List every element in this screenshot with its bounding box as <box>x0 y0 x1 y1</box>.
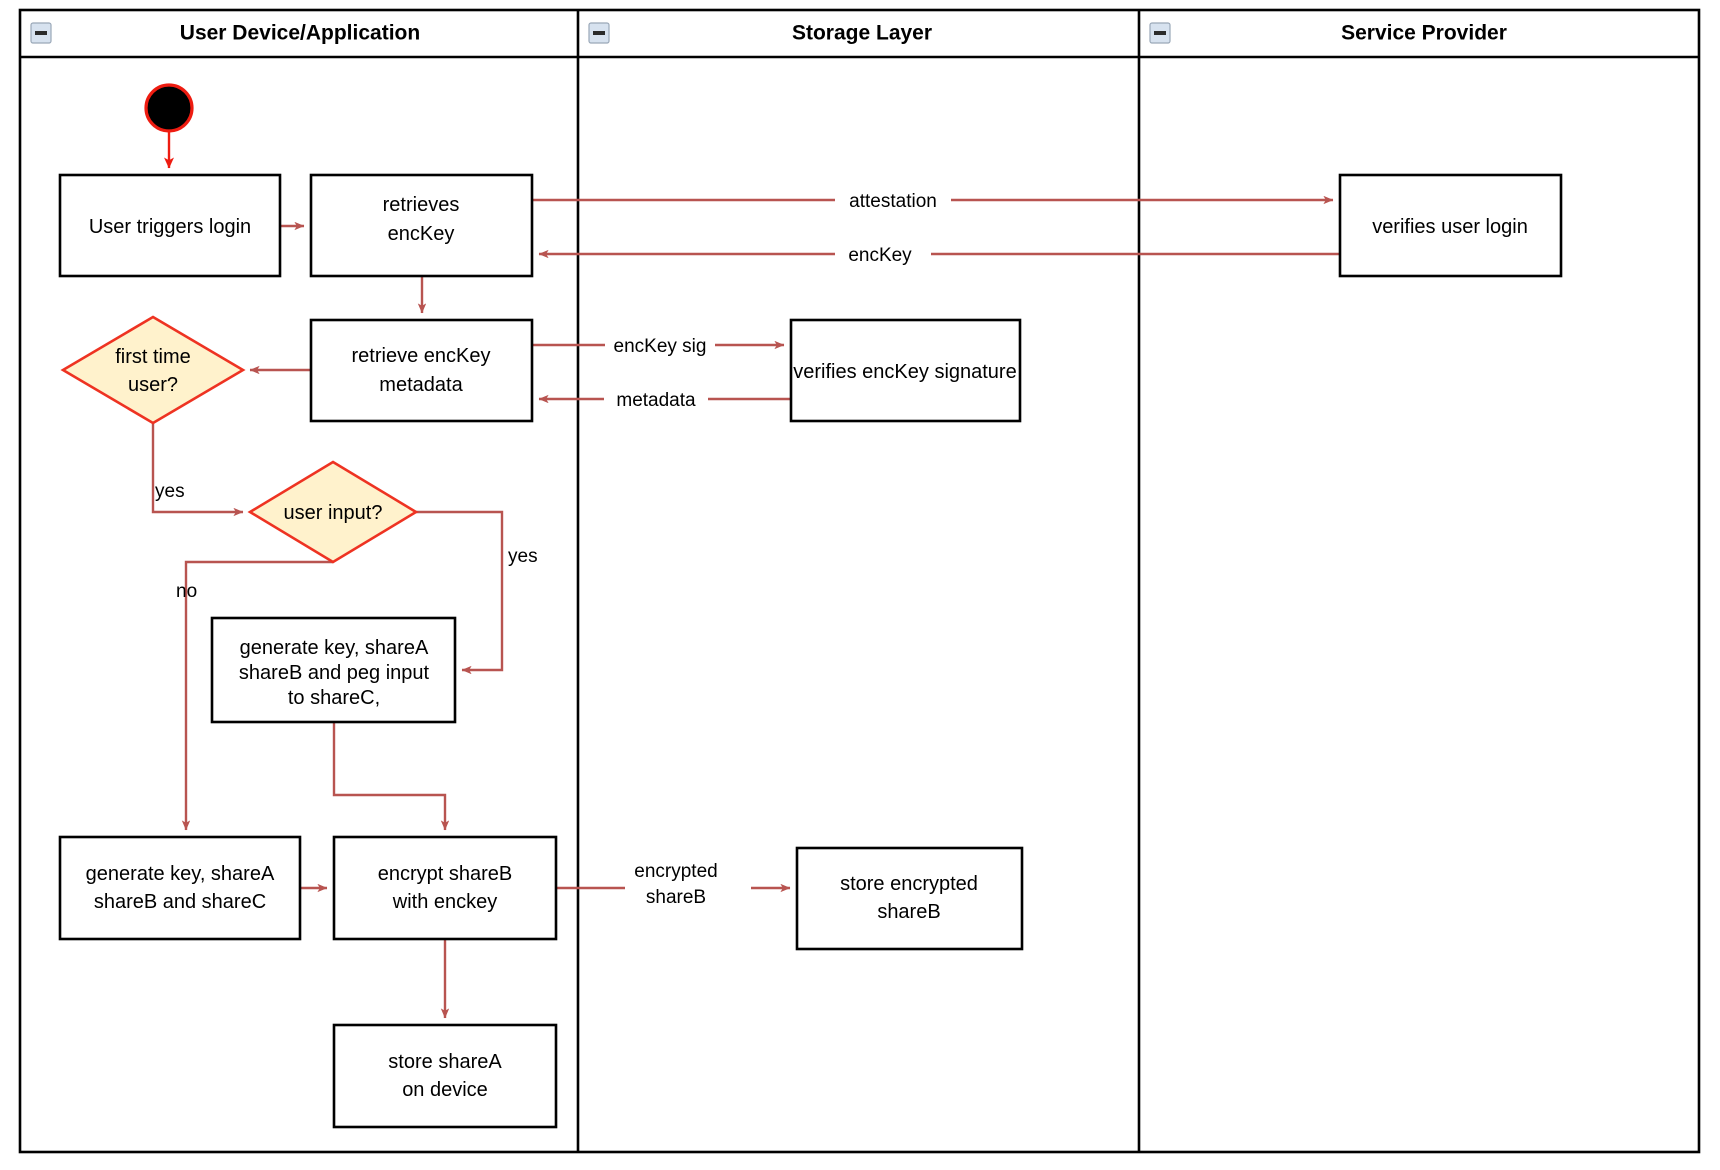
edge-label-backing <box>835 243 931 267</box>
edge-label-backing <box>605 334 715 358</box>
node-generate-peg-sharec[interactable]: generate key, shareA shareB and peg inpu… <box>210 616 457 724</box>
edge-label-yes-firsttime: yes <box>155 481 185 502</box>
node-label-line1: generate key, shareA <box>86 863 275 885</box>
node-store-sharea-on-device[interactable]: store shareA on device <box>332 1023 558 1129</box>
node-encrypt-shareb[interactable]: encrypt shareB with enckey <box>332 835 558 941</box>
node-label-line1: retrieve encKey <box>352 345 491 367</box>
node-label-line3: to shareC, <box>288 687 380 709</box>
node-verifies-enckey-signature[interactable]: verifies encKey signature <box>789 318 1022 423</box>
lane-title-user-device: User Device/Application <box>180 22 420 45</box>
minus-box-icon[interactable] <box>1149 22 1171 44</box>
node-label: verifies user login <box>1372 216 1528 238</box>
lane-title-service-provider: Service Provider <box>1341 22 1507 45</box>
edge-userinput-yes <box>416 510 504 675</box>
lane-header-user-device[interactable]: User Device/Application <box>30 22 420 45</box>
node-first-time-user[interactable]: first time user? <box>60 315 246 425</box>
node-label-line2: shareB and shareC <box>94 891 266 913</box>
node-label-line2: shareB and peg input <box>239 662 430 684</box>
node-user-input[interactable]: user input? <box>247 460 419 564</box>
edge-label-metadata: metadata <box>616 390 696 411</box>
node-label-line1: generate key, shareA <box>240 637 429 659</box>
node-user-triggers-login[interactable]: User triggers login <box>58 173 282 278</box>
lane-title-storage: Storage Layer <box>792 22 932 45</box>
node-store-encrypted-shareb[interactable]: store encrypted shareB <box>795 846 1024 951</box>
node-label-line2: user? <box>128 374 178 396</box>
edge-firsttime-yes <box>151 423 244 517</box>
edge-label-encrypted-line2: shareB <box>646 887 706 908</box>
node-label-line2: on device <box>402 1079 488 1101</box>
edge-peg-to-encrypt <box>332 722 450 831</box>
lane-header-storage[interactable]: Storage Layer <box>588 22 932 45</box>
edge-label-no-userinput: no <box>176 581 197 602</box>
edge-label-enckey: encKey <box>848 245 912 266</box>
edge-label-backing <box>604 388 708 412</box>
node-retrieve-enckey-metadata[interactable]: retrieve encKey metadata <box>309 318 534 423</box>
node-label-line1: store encrypted <box>840 873 978 895</box>
edge-label-backing <box>835 189 951 213</box>
node-label-line1: first time <box>115 346 191 368</box>
node-label-line1: encrypt shareB <box>378 863 513 885</box>
node-retrieves-enckey[interactable]: retrieves encKey <box>309 173 534 278</box>
node-label: verifies encKey signature <box>793 361 1016 383</box>
edge-label-attestation: attestation <box>849 191 937 212</box>
minus-box-icon[interactable] <box>588 22 610 44</box>
edge-label-yes-userinput: yes <box>508 546 538 567</box>
lane-header-service-provider[interactable]: Service Provider <box>1149 22 1507 45</box>
edge-label-enckey-sig: encKey sig <box>614 336 707 357</box>
node-label-line2: encKey <box>388 223 455 245</box>
node-label: User triggers login <box>89 216 251 238</box>
node-label-line2: shareB <box>877 901 940 923</box>
node-label: user input? <box>284 502 383 524</box>
edge-label-backing <box>625 858 751 918</box>
minus-box-icon[interactable] <box>30 22 52 44</box>
initial-node[interactable] <box>144 83 194 133</box>
node-label-line1: store shareA <box>388 1051 502 1073</box>
node-verifies-user-login[interactable]: verifies user login <box>1338 173 1563 278</box>
node-label-line2: metadata <box>379 374 463 396</box>
node-generate-sharea-shareb-sharec[interactable]: generate key, shareA shareB and shareC <box>58 835 302 941</box>
node-label-line2: with enckey <box>392 891 498 913</box>
node-label-line1: retrieves <box>383 194 460 216</box>
edge-label-encrypted-line1: encrypted <box>634 861 717 882</box>
edge-userinput-no <box>181 560 333 831</box>
